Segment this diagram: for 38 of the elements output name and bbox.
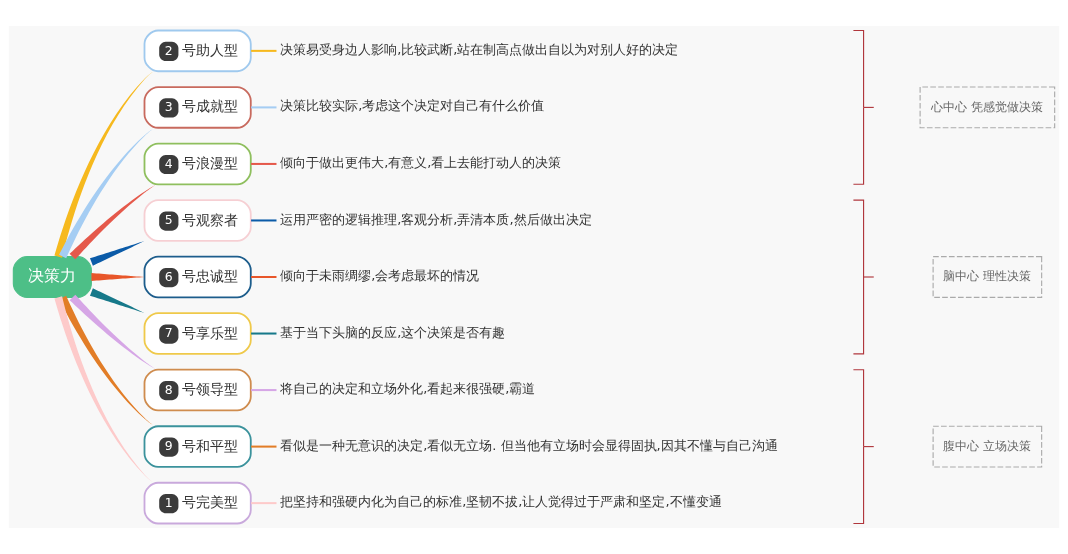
- node-box: 心中心 凭感觉做决策: [919, 86, 1056, 129]
- node-text: 看似是一种无意识的决定,看似无立场. 但当他有立场时会显得固执,因其不懂与自己沟通: [280, 437, 778, 453]
- connector: [251, 502, 277, 505]
- connector: [54, 71, 154, 258]
- connector: [251, 106, 277, 109]
- connector: [251, 219, 277, 222]
- node-box: 8 号领导型: [143, 368, 252, 412]
- connector: [251, 162, 277, 165]
- connector: [90, 288, 145, 314]
- node-text: 倾向于未雨绸缪,会考虑最坏的情况: [280, 268, 480, 284]
- connector: [90, 240, 145, 266]
- node-text: 将自己的决定和立场外化,看起来很强硬,霸道: [280, 381, 536, 397]
- node-text: 决策比较实际,考虑这个决定对自己有什么价值: [280, 98, 545, 114]
- connector: [59, 127, 155, 259]
- node-text: 运用严密的逻辑推理,客观分析,弄清本质,然后做出决定: [280, 211, 592, 227]
- node-box: 腹中心 立场决策: [932, 425, 1043, 468]
- connector: [251, 389, 277, 392]
- node-box: 7 号享乐型: [143, 312, 252, 355]
- node-box: 5 号观察者: [143, 199, 252, 242]
- node-box: 9 号和平型: [143, 425, 252, 468]
- connector: [54, 296, 154, 483]
- connector: [251, 332, 277, 335]
- node-box: 4 号浪漫型: [143, 142, 252, 186]
- connector: [69, 184, 157, 260]
- node-box: 3 号成就型: [143, 86, 252, 129]
- node-text: 基于当下头脑的反应,这个决策是否有趣: [280, 324, 506, 340]
- connector: [251, 49, 277, 52]
- connector: [251, 276, 277, 278]
- node-box: 1 号完美型: [143, 481, 252, 525]
- node-text: 决策易受身边人影响,比较武断,站在制高点做出自以为对别人好的决定: [280, 41, 679, 57]
- node-box: 决策力: [12, 256, 92, 298]
- node-box: 6 号忠诚型: [143, 255, 252, 299]
- connector: [69, 294, 157, 370]
- node-text: 把坚持和强硬内化为自己的标准,坚韧不拔,让人觉得过于严肃和坚定,不懂变通: [280, 494, 722, 510]
- node-box: 2 号助人型: [143, 29, 252, 73]
- node-text: 倾向于做出更伟大,有意义,看上去能打动人的决策: [280, 154, 562, 170]
- connector: [251, 445, 277, 448]
- node-box: 脑中心 理性决策: [932, 256, 1043, 298]
